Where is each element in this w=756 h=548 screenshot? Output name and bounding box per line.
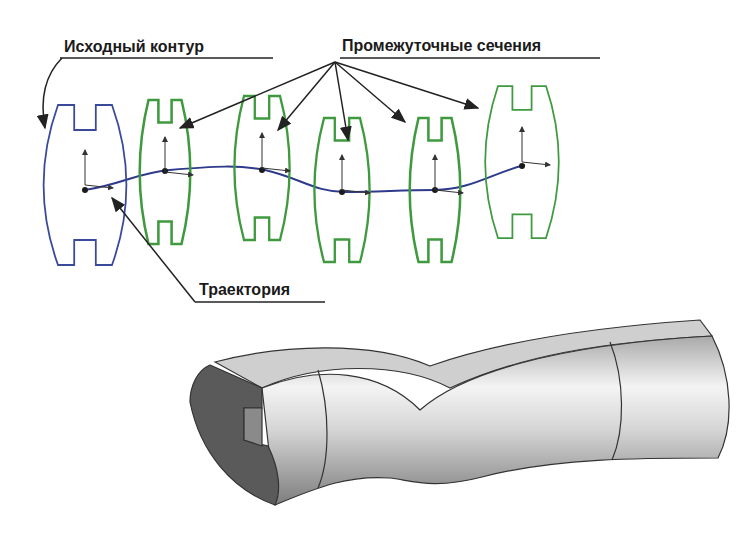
axis-arrow (435, 155, 436, 190)
axis-arrow (522, 162, 550, 165)
sweep-solid (190, 320, 729, 505)
section-contour (44, 105, 127, 265)
underline (195, 301, 325, 303)
callout-label: Траектория (197, 281, 292, 299)
axis-arrow (165, 172, 193, 175)
axis-arrow (262, 168, 290, 171)
axis-arrow (342, 155, 343, 190)
axis-arrow (435, 190, 463, 193)
callout-label: Промежуточные сечения (340, 37, 543, 55)
section-contour (314, 118, 369, 262)
cross-sections (44, 86, 559, 265)
underline (60, 57, 273, 59)
section-contour (485, 86, 559, 238)
leader-lines (180, 62, 478, 140)
axis-arrow (522, 127, 523, 162)
axis-arrow (85, 150, 86, 185)
axis-arrow (165, 137, 166, 172)
axis-arrow (85, 185, 113, 188)
leader-line (112, 198, 195, 302)
axis-arrow (342, 190, 370, 193)
section-contour (234, 96, 289, 240)
callout-label: Исходный контур (62, 38, 206, 56)
underline (340, 57, 600, 59)
leader-line (43, 58, 62, 128)
axis-arrow (262, 133, 263, 168)
